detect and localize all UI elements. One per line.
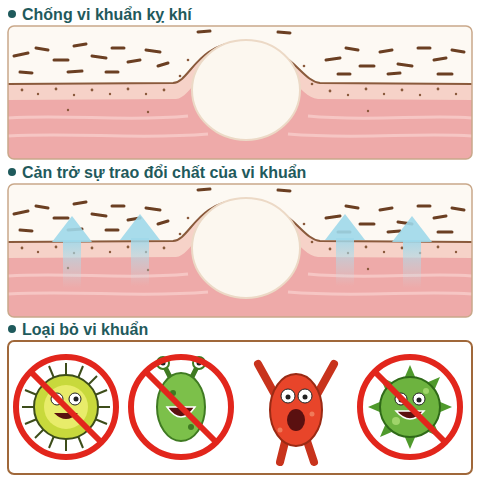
bullet-dot xyxy=(8,168,16,176)
oxygen-arrow xyxy=(52,216,92,288)
section-panel: Loại bỏ vi khuẩn xyxy=(0,319,480,475)
skin-panel xyxy=(8,184,472,318)
section-heading: Chống vi khuẩn kỵ khí xyxy=(22,5,192,24)
bullet-dot xyxy=(8,325,16,333)
bullet-dot xyxy=(8,10,16,18)
section-heading: Cản trở sự trao đổi chất của vi khuẩn xyxy=(22,163,306,182)
oxygen-arrow xyxy=(325,214,365,286)
skin-cross-section xyxy=(8,184,472,318)
panel-frame xyxy=(8,341,472,474)
bacterium-icon xyxy=(16,357,116,457)
skin-panel xyxy=(8,26,472,160)
section-panel: Cản trở sự trao đổi chất của vi khuẩn xyxy=(0,162,480,316)
oxygen-arrow xyxy=(120,214,160,286)
bacterium-icon xyxy=(131,357,231,457)
bacteria-panel xyxy=(8,341,472,474)
oxygen-arrow xyxy=(392,216,432,288)
section-panel: Chống vi khuẩn kỵ khí xyxy=(0,4,480,160)
bacterium-icon xyxy=(360,357,460,457)
bacterium-icon xyxy=(258,364,334,462)
section-heading: Loại bỏ vi khuẩn xyxy=(22,320,148,339)
